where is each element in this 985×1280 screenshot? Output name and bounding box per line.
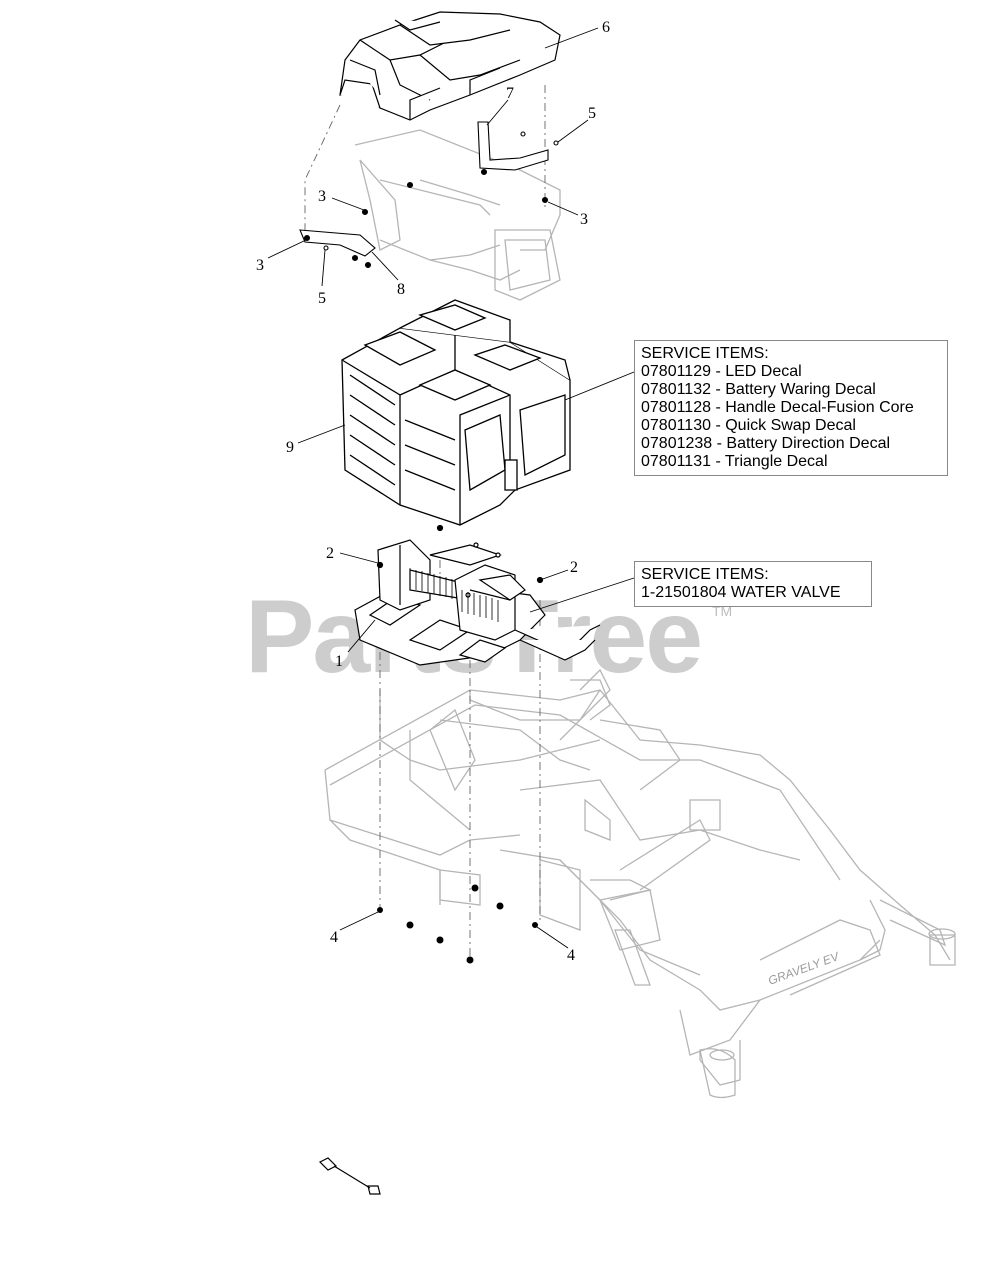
service-item: 07801131 - Triangle Decal (641, 453, 828, 470)
service-items-title: SERVICE ITEMS: (641, 345, 769, 362)
alignment-lines (304, 85, 546, 960)
service-item: 07801130 - Quick Swap Decal (641, 417, 856, 434)
service-item: 07801129 - LED Decal (641, 363, 802, 380)
callout-5-lower: 5 (318, 290, 326, 307)
leader-lines (267, 27, 635, 949)
watermark-tm: TM (712, 603, 733, 619)
service-item: 07801238 - Battery Direction Decal (641, 435, 891, 452)
service-item: 07801128 - Handle Decal-Fusion Core (641, 399, 914, 416)
nuts (377, 884, 538, 964)
callout-7: 7 (506, 85, 514, 102)
callout-3-left: 3 (318, 188, 326, 205)
top-cover (339, 11, 561, 121)
callout-6: 6 (602, 19, 610, 36)
callout-9: 9 (286, 439, 294, 456)
service-items-box-decals: SERVICE ITEMS: 07801129 - LED Decal 0780… (634, 340, 948, 476)
service-items-box-valve: SERVICE ITEMS: 1-21501804 WATER VALVE (634, 561, 872, 607)
tray-ribs (409, 568, 499, 622)
callout-4-right: 4 (567, 947, 575, 964)
callout-1: 1 (335, 653, 343, 670)
cable-item (318, 1157, 381, 1195)
callout-5-top: 5 (588, 105, 596, 122)
service-item: 07801132 - Battery Waring Decal (641, 381, 876, 398)
callout-labels: 6 7 5 3 3 3 5 8 9 2 2 1 4 4 (256, 19, 610, 964)
callout-2-left: 2 (326, 545, 334, 562)
callout-3-right: 3 (580, 211, 588, 228)
battery-tray (354, 524, 601, 666)
callout-8: 8 (397, 281, 405, 298)
upper-bracket-assembly (354, 129, 561, 301)
callout-3-lower: 3 (256, 257, 264, 274)
battery-pack (341, 299, 571, 526)
callout-2-right: 2 (570, 559, 578, 576)
brackets-hardware (299, 121, 559, 269)
mower-frame (324, 668, 956, 1099)
callout-4-left: 4 (330, 929, 338, 946)
service-item: 1-21501804 WATER VALVE (641, 584, 841, 601)
service-items-title: SERVICE ITEMS: (641, 566, 769, 583)
